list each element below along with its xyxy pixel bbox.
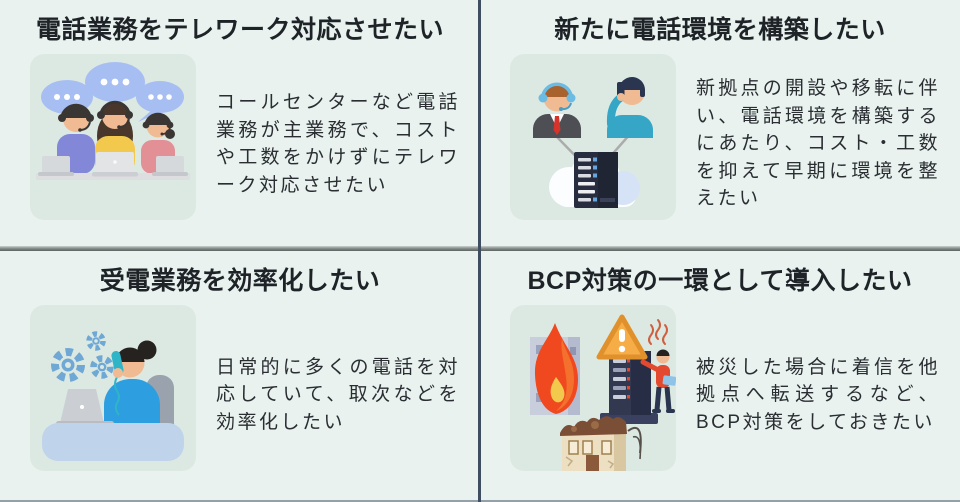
quadrant-new-environment: 新たに電話環境を構築したい [480,0,960,251]
quadrant-body: 新拠点の開設や移転に伴い、電話環境を構築するにあたり、コスト・工数を抑えて早期に… [696,75,940,213]
quadrant-title: 受電業務を効率化したい [99,267,381,295]
call-center-agents-illustration [36,62,190,180]
desk [42,423,184,461]
illustration-card [510,54,676,220]
bcp-disaster-illustration [530,314,676,471]
body-text-line: 被災した場合に着信を他 [696,356,940,378]
ruined-building-icon [560,416,642,471]
woman-on-phone-icon [104,340,160,427]
laptop-icon [152,156,188,176]
gear-icon [90,355,114,379]
operator-with-headset-icon [533,82,581,138]
server-icon [574,152,618,208]
quadrant-content: 新拠点の開設や移転に伴い、電話環境を構築するにあたり、コスト・工数を抑えて早期に… [480,54,960,220]
server-alert-icon [600,351,658,424]
gear-icon [86,331,106,351]
quadrant-title: BCP対策の一環として導入したい [527,267,913,295]
quadrant-body: コールセンターなど電話業務が主業務で、コストや工数をかけずにテレワーク対応させた… [216,89,460,199]
body-text-line: い、電話環境を構築する [696,105,940,127]
body-text-line: 応していて、取次などを [216,384,460,406]
illustration-card [30,305,196,471]
quadrant-efficiency: 受電業務を効率化したい [0,251,480,502]
quadrant-title: 電話業務をテレワーク対応させたい [35,16,444,44]
quadrant-bcp: BCP対策の一環として導入したい [480,251,960,502]
quadrant-title: 新たに電話環境を構築したい [554,16,886,44]
gear-icon [51,348,85,382]
quadrant-telework: 電話業務をテレワーク対応させたい [0,0,480,251]
body-text-line: BCP対策をしておきたい [696,411,935,433]
technician-icon [640,349,676,413]
phone-cord [114,376,120,416]
illustration-card [510,305,676,471]
vertical-divider [478,0,481,502]
body-text-line: を抑えて早期に環境を整 [696,160,940,182]
body-text-line: や工数をかけずにテレワ [216,147,460,168]
laptop-icon [92,152,138,177]
man-on-phone-icon [606,77,653,138]
quadrant-content: 日常的に多くの電話を対応していて、取次などを効率化したい [0,305,480,471]
body-text-line: えたい [696,188,761,210]
quadrant-body: 被災した場合に着信を他拠点へ転送するなど、 BCP対策をしておきたい [696,354,940,437]
body-text-line: 効率化したい [216,411,346,433]
speech-bubble-icon [136,81,184,122]
laptop-icon [38,156,74,176]
burning-building-icon [530,323,580,415]
quadrant-body: 日常的に多くの電話を対応していて、取次などを効率化したい [216,354,460,437]
quadrant-content: 被災した場合に着信を他拠点へ転送するなど、 BCP対策をしておきたい [480,305,960,471]
phone-efficiency-illustration [42,331,184,461]
body-text-line: 拠点へ転送するなど、 [696,384,940,406]
illustration-card [30,54,196,220]
body-text-line: 業務が主業務で、コスト [216,119,460,141]
body-text-line: にあたり、コスト・工数 [696,133,940,155]
body-text-line: コールセンターなど電話 [216,92,460,113]
body-text-line: 新拠点の開設や移転に伴 [696,78,940,100]
body-text-line: 日常的に多くの電話を対 [216,356,460,378]
quadrant-content: コールセンターなど電話業務が主業務で、コストや工数をかけずにテレワーク対応させた… [0,54,480,220]
cloud-pbx-illustration [533,77,653,208]
body-text-line: ーク対応させたい [216,174,389,196]
smoke-icon [648,319,668,345]
warning-icon [596,314,648,360]
